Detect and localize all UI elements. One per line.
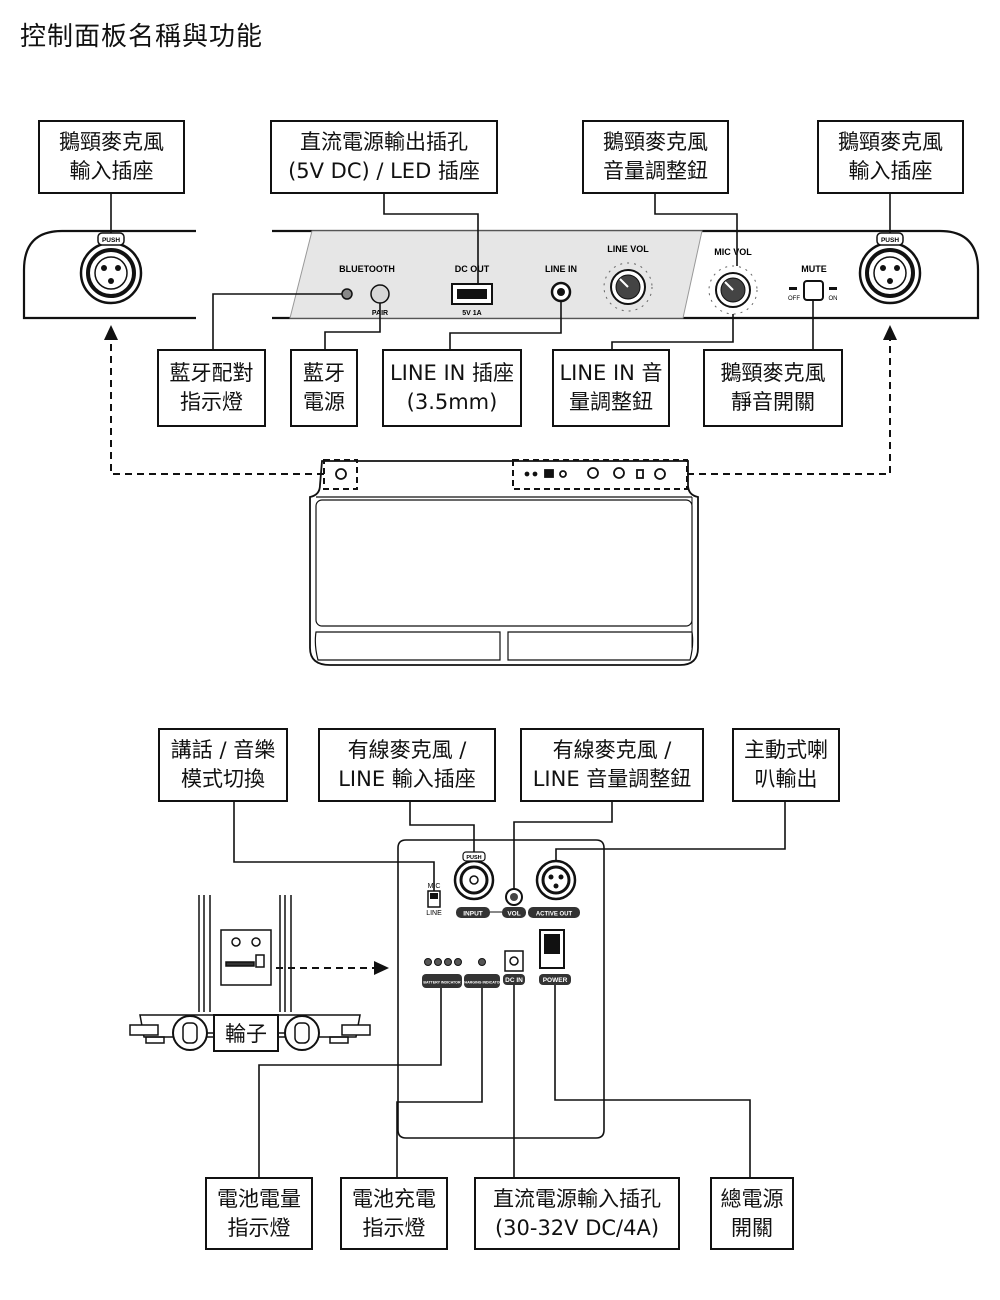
mic-vol-knob[interactable] <box>708 265 758 315</box>
dc-out-label: DC OUT <box>455 264 490 274</box>
top-leader-lines <box>110 193 891 350</box>
active-out-jack <box>535 859 577 901</box>
panel-grey-inset <box>289 230 703 319</box>
dashed-arrow-rear <box>276 961 389 975</box>
push-label-right: PUSH <box>881 237 899 244</box>
mute-label: MUTE <box>801 264 827 274</box>
callout-mode-switch: 講話 / 音樂 模式切換 <box>158 728 288 802</box>
dc-out-rating-label: 5V 1A <box>462 310 481 317</box>
callout-wired-input: 有線麥克風 / LINE 輸入插座 <box>318 728 496 802</box>
line-in-label: LINE IN <box>545 264 577 274</box>
callout-wired-volume: 有線麥克風 / LINE 音量調整鈕 <box>520 728 704 802</box>
rear-volume-knob[interactable] <box>505 888 523 906</box>
vol-label: VOL <box>507 911 520 918</box>
callout-dc-out: 直流電源輸出插孔 (5V DC) / LED 插座 <box>270 120 498 194</box>
charging-indicator-label: CHARGING INDICATOR <box>462 981 503 985</box>
mic-vol-label: MIC VOL <box>714 247 752 257</box>
line-switch-label: LINE <box>426 910 442 917</box>
speaker-top-view <box>309 460 699 666</box>
cart-side-view <box>129 895 371 1051</box>
bluetooth-label: BLUETOOTH <box>339 264 395 274</box>
input-label: INPUT <box>463 911 483 918</box>
arrowhead-right <box>883 325 897 340</box>
callout-mute-switch: 鵝頸麥克風 靜音開關 <box>703 349 843 427</box>
callout-line-in-volume: LINE IN 音 量調整鈕 <box>552 349 670 427</box>
callout-active-out: 主動式喇 叭輸出 <box>732 728 840 802</box>
mute-on-label: ON <box>829 296 838 302</box>
dashed-arrows-top <box>110 340 891 475</box>
rear-panel-outline <box>397 839 605 1139</box>
combo-input-jack: PUSH <box>453 851 495 901</box>
pair-button[interactable] <box>370 284 390 304</box>
page-title: 控制面板名稱與功能 <box>20 22 264 52</box>
bluetooth-led <box>341 288 353 300</box>
xlr-jack-left: PUSH <box>79 232 143 305</box>
arrowhead-left <box>104 325 118 340</box>
callout-mic-volume: 鵝頸麥克風 音量調整鈕 <box>582 120 729 194</box>
callout-line-in-jack: LINE IN 插座 (3.5mm) <box>382 349 522 427</box>
power-label: POWER <box>543 977 568 984</box>
charging-led <box>478 958 486 966</box>
callout-battery-level: 電池電量 指示燈 <box>205 1177 313 1250</box>
rear-push-label: PUSH <box>466 855 481 861</box>
battery-leds <box>424 958 462 966</box>
callout-battery-charging: 電池充電 指示燈 <box>340 1177 448 1250</box>
rear-label-pills <box>422 907 580 988</box>
callout-wheels: 輪子 <box>213 1014 279 1052</box>
battery-indicator-label: BATTERY INDICATOR <box>423 981 461 985</box>
callout-gooseneck-input-left: 鵝頸麥克風 輸入插座 <box>38 120 185 194</box>
highlight-boxes <box>323 459 688 490</box>
callout-bt-indicator: 藍牙配對 指示燈 <box>157 349 266 427</box>
callout-gooseneck-input-right: 鵝頸麥克風 輸入插座 <box>817 120 964 194</box>
mute-switch[interactable] <box>803 280 824 301</box>
callout-main-power: 總電源 開關 <box>710 1177 794 1250</box>
line-vol-knob[interactable] <box>603 262 653 312</box>
rear-leader-lines <box>233 800 786 1178</box>
dc-in-label: DC IN <box>505 977 523 984</box>
active-out-label: ACTIVE OUT <box>536 912 573 918</box>
callout-bt-power: 藍牙 電源 <box>290 349 358 427</box>
push-label-left: PUSH <box>102 237 120 244</box>
callout-dc-in: 直流電源輸入插孔 (30-32V DC/4A) <box>474 1177 680 1250</box>
line-vol-label: LINE VOL <box>607 244 649 254</box>
mute-off-label: OFF <box>788 296 800 302</box>
xlr-jack-right: PUSH <box>858 232 922 305</box>
usb-port-inner <box>457 289 487 299</box>
